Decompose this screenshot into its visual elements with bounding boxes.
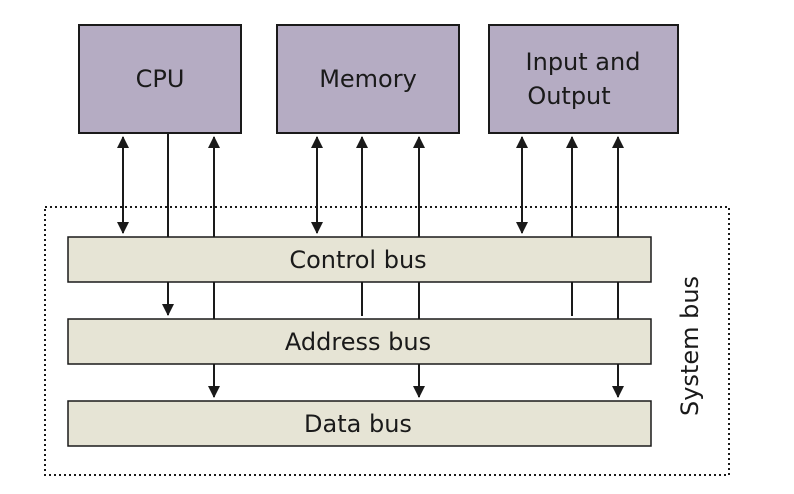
address-bus-bar xyxy=(67,318,652,365)
memory-block: Memory xyxy=(276,24,460,134)
data-bus: Data bus xyxy=(67,400,652,447)
system-bus-label: System bus xyxy=(676,276,704,416)
address-bus: Address bus xyxy=(67,318,652,365)
system-bus-frame xyxy=(44,206,730,476)
control-bus: Control bus xyxy=(67,236,652,283)
data-bus-label: Data bus xyxy=(304,410,412,438)
memory-label: Memory xyxy=(319,65,417,93)
control-bus-label: Control bus xyxy=(289,246,426,274)
control-bus-bar xyxy=(67,236,652,283)
io-label-line1: Input and xyxy=(526,48,641,76)
address-bus-label: Address bus xyxy=(285,328,431,356)
memory-box xyxy=(276,24,460,134)
cpu-label: CPU xyxy=(136,65,185,93)
cpu-box xyxy=(78,24,242,134)
io-label-line2: Output xyxy=(527,82,610,110)
io-block: Input and Output xyxy=(488,24,679,134)
io-box xyxy=(488,24,679,134)
data-bus-bar xyxy=(67,400,652,447)
cpu-block: CPU xyxy=(78,24,242,134)
